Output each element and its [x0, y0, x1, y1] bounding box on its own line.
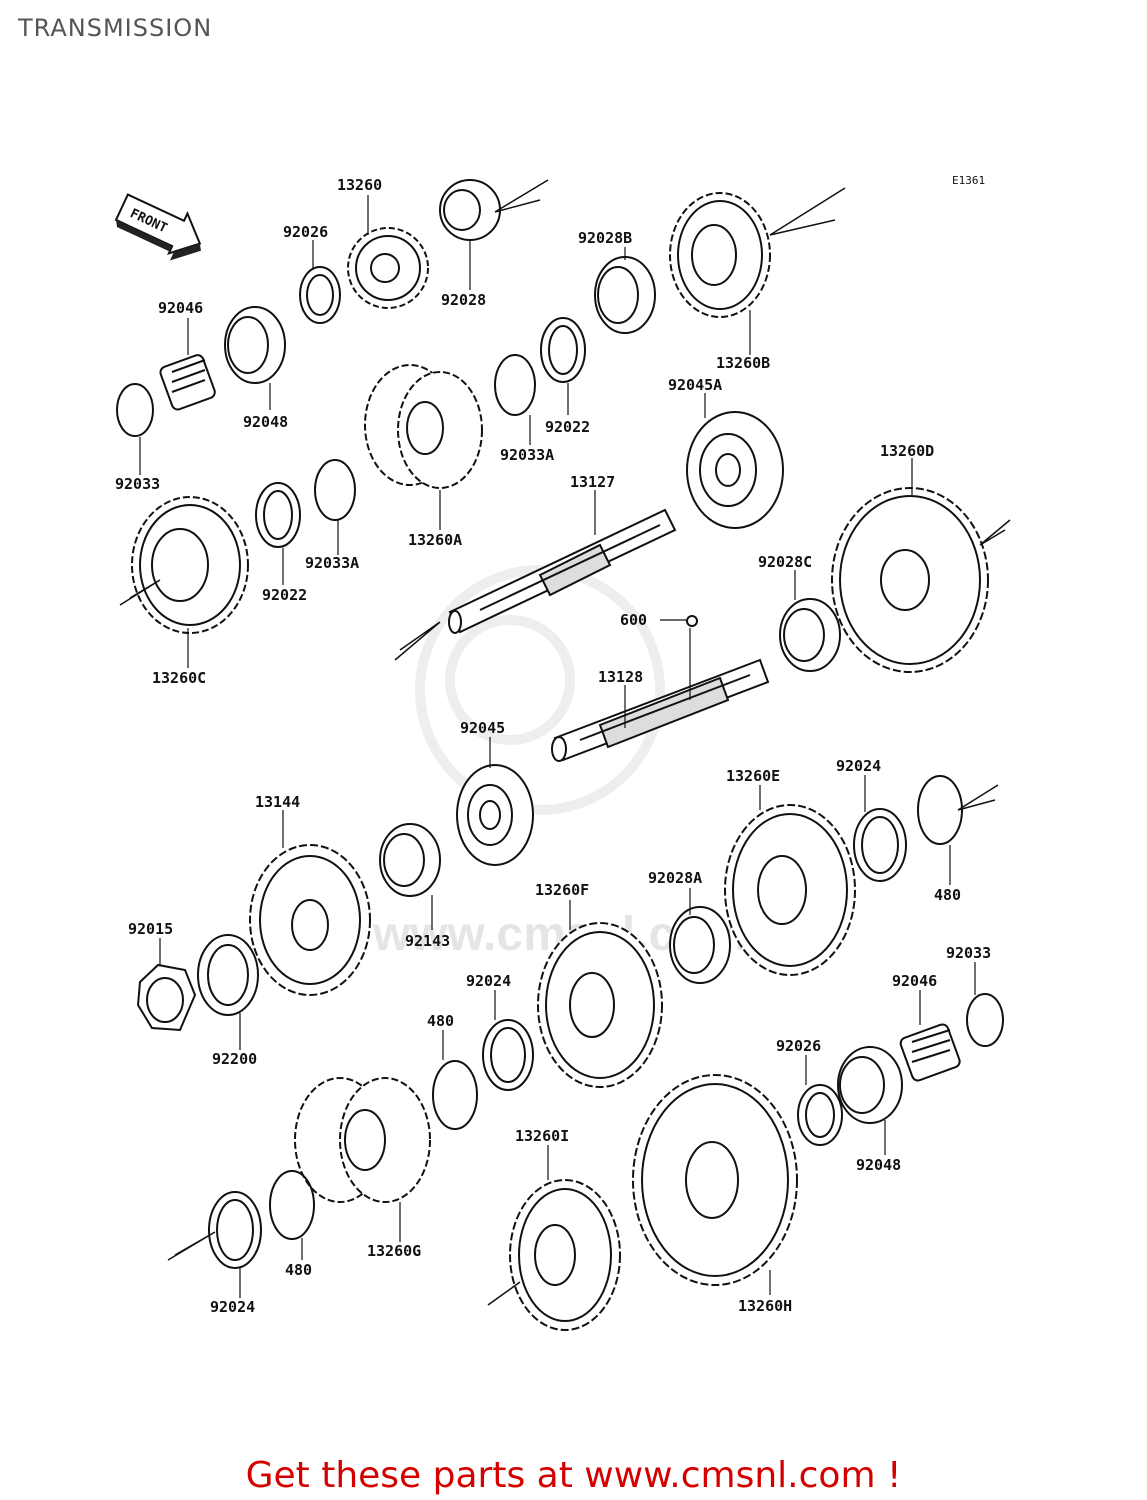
- label-92033A: 92033A: [500, 446, 554, 464]
- label-92028B: 92028B: [578, 229, 632, 247]
- label-13260A: 13260A: [408, 531, 462, 549]
- gear-13260: [347, 227, 429, 309]
- watermark-logo: [415, 565, 665, 815]
- label-13127: 13127: [570, 473, 615, 491]
- label-92026: 92026: [283, 223, 328, 241]
- bearing-92045A: [686, 411, 784, 529]
- label-92143: 92143: [405, 932, 450, 950]
- label-13260D: 13260D: [880, 442, 934, 460]
- label-92022: 92022: [545, 418, 590, 436]
- needle-bearing-92046-top: [159, 354, 216, 411]
- label-92033: 92033: [115, 475, 160, 493]
- label-600: 600: [620, 611, 647, 629]
- label-480: 480: [934, 886, 961, 904]
- label-92015: 92015: [128, 920, 173, 938]
- label-13144: 13144: [255, 793, 300, 811]
- label-13260B: 13260B: [716, 354, 770, 372]
- nut-92015: [136, 963, 197, 1032]
- label-92033-b: 92033: [946, 944, 991, 962]
- washers-and-circlips: [116, 266, 1004, 1269]
- gear-13144: [249, 844, 371, 996]
- label-92046: 92046: [158, 299, 203, 317]
- label-92045: 92045: [460, 719, 505, 737]
- gear-13260D: [831, 487, 989, 673]
- label-13260E: 13260E: [726, 767, 780, 785]
- footer-link[interactable]: Get these parts at www.cmsnl.com !: [245, 1455, 902, 1496]
- gear-13260I: [509, 1179, 621, 1331]
- gear-13260F: [537, 922, 663, 1088]
- label-92024: 92024: [836, 757, 881, 775]
- label-92048-b: 92048: [856, 1156, 901, 1174]
- gear-13260H: [632, 1074, 798, 1286]
- label-92048: 92048: [243, 413, 288, 431]
- label-13260I: 13260I: [515, 1127, 569, 1145]
- bearing-92045: [456, 764, 534, 866]
- gear-13260A: [364, 364, 483, 489]
- label-92028A: 92028A: [648, 869, 702, 887]
- front-arrow-icon: FRONT: [114, 193, 202, 261]
- gear-13260B: [669, 192, 771, 318]
- label-13260H: 13260H: [738, 1297, 792, 1315]
- shaft-13128: [551, 658, 770, 762]
- direction-lines: [119, 179, 1011, 1306]
- label-92045A: 92045A: [668, 376, 722, 394]
- oring-600: [686, 615, 698, 627]
- label-92026-b: 92026: [776, 1037, 821, 1055]
- label-92028C: 92028C: [758, 553, 812, 571]
- gear-13260G: [294, 1077, 431, 1203]
- label-13260F: 13260F: [535, 881, 589, 899]
- bushing-parts: [224, 179, 903, 1124]
- label-480-b: 480: [427, 1012, 454, 1030]
- label-92028: 92028: [441, 291, 486, 309]
- label-92024-c: 92024: [210, 1298, 255, 1316]
- label-480-c: 480: [285, 1261, 312, 1279]
- gear-13260C: [131, 496, 249, 634]
- label-92200: 92200: [212, 1050, 257, 1068]
- label-92024-b: 92024: [466, 972, 511, 990]
- gear-13260E: [724, 804, 856, 976]
- needle-bearing-92046-bottom: [899, 1023, 961, 1082]
- leader-lines: [139, 195, 976, 1298]
- label-13260G: 13260G: [367, 1242, 421, 1260]
- label-13260C: 13260C: [152, 669, 206, 687]
- part-labels: 13260 92026 92046 92048 92033 92028 9202…: [115, 176, 991, 1316]
- shaft-13127: [448, 508, 677, 634]
- label-13128: 13128: [598, 668, 643, 686]
- transmission-exploded-diagram: www.cmsnl.com E1361 FRONT: [114, 174, 1011, 1331]
- label-92022-b: 92022: [262, 586, 307, 604]
- page-title: TRANSMISSION: [18, 14, 213, 42]
- reference-code: E1361: [952, 174, 985, 187]
- label-13260: 13260: [337, 176, 382, 194]
- label-92033A-b: 92033A: [305, 554, 359, 572]
- label-92046-b: 92046: [892, 972, 937, 990]
